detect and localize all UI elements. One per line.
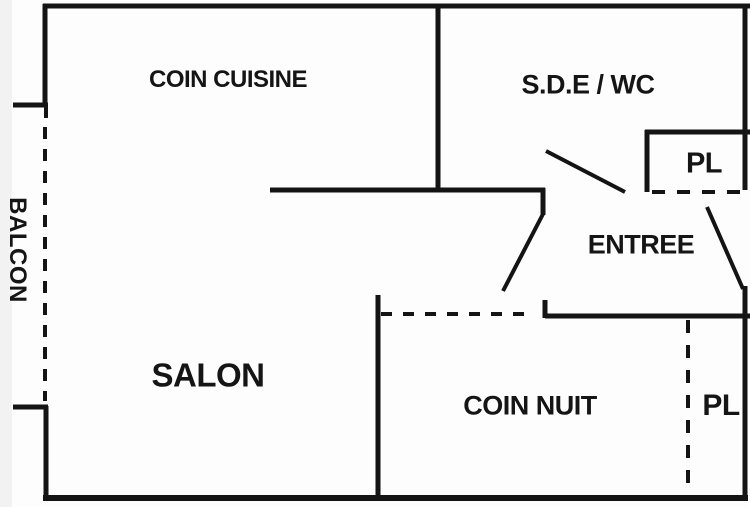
room-label-pl-bas: PL — [702, 389, 740, 422]
room-label-sde-wc: S.D.E / WC — [521, 69, 655, 100]
page-edge-strip — [0, 0, 12, 507]
door-entree-salon — [501, 213, 545, 292]
room-label-coin-nuit: COIN NUIT — [463, 390, 597, 421]
room-label-balcon: BALCON — [4, 197, 31, 303]
door-entrance — [705, 206, 745, 290]
room-label-coin-cuisine: COIN CUISINE — [148, 66, 308, 93]
room-label-salon: SALON — [151, 356, 266, 394]
door-sde-wc — [545, 149, 626, 194]
room-label-entree: ENTREE — [587, 229, 695, 260]
wall-group — [13, 3, 750, 501]
room-label-pl-haut: PL — [685, 147, 723, 180]
